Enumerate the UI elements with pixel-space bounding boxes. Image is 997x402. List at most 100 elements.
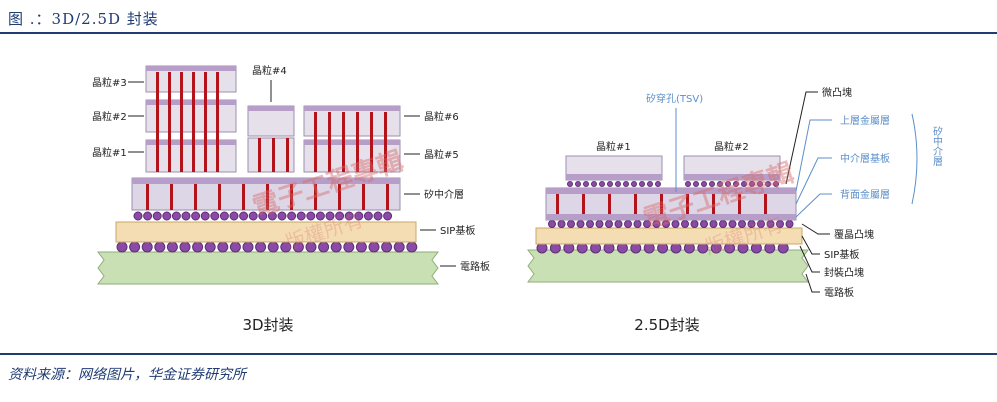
micro-bump	[741, 181, 747, 187]
leader-package-bump	[799, 245, 820, 273]
micro-bump	[655, 181, 661, 187]
tsv	[362, 184, 365, 210]
interposer-tsvs-3d	[146, 184, 389, 210]
interposer-metal-3d	[132, 178, 400, 184]
interposer-bump	[258, 211, 268, 221]
stack-tsv	[370, 112, 373, 172]
stack-tsv	[216, 72, 219, 172]
tsv	[582, 194, 585, 214]
tsv	[660, 194, 663, 214]
tsv	[738, 194, 741, 214]
die3-stripe	[146, 66, 236, 71]
micro-bump	[647, 181, 653, 187]
interposer-bump	[191, 211, 201, 221]
micro-bump	[693, 181, 699, 187]
package-bumps-3d	[116, 241, 418, 253]
interposer-bump	[210, 211, 220, 221]
leader-micro-bump	[785, 91, 818, 185]
stack-tsv	[328, 112, 331, 172]
leader-flipchip	[801, 223, 830, 235]
upper-metal-25d	[546, 188, 796, 194]
flipchip-bump	[576, 220, 585, 228]
die6-stripe	[304, 106, 400, 111]
interposer-bump	[248, 211, 258, 221]
tsv	[686, 194, 689, 214]
tsv	[338, 184, 341, 210]
flipchip-bump	[548, 220, 556, 228]
package-bump	[192, 241, 204, 253]
stack-tsv	[384, 112, 387, 172]
diagram-3d: 晶粒#3 晶粒#2 晶粒#1 晶粒#4 晶粒#6 晶粒#5 矽中介層 SIP基板…	[92, 64, 490, 334]
label-micro-bump: 微凸塊	[822, 86, 852, 99]
package-bump	[330, 241, 342, 253]
interposer-bump	[181, 211, 191, 221]
package-bump	[381, 241, 393, 253]
stack-tsvs-mid	[258, 138, 289, 172]
label-pcb-25d: 電路板	[824, 286, 854, 299]
label-interposer-3d: 矽中介層	[424, 188, 464, 201]
interposer-tsvs-25d	[556, 194, 767, 214]
label-tsv-25d: 矽穿孔(TSV)	[646, 92, 703, 105]
package-bump	[154, 241, 166, 253]
stack-tsv	[204, 72, 207, 172]
interposer-bump	[219, 211, 229, 221]
interposer-bump	[200, 211, 210, 221]
interposer-bump	[363, 211, 373, 221]
interposer-bump	[152, 211, 162, 221]
tsv	[712, 194, 715, 214]
interposer-bump	[354, 211, 364, 221]
leader-back-metal	[795, 193, 832, 218]
flipchip-bump	[595, 220, 604, 228]
micro-bump	[567, 181, 573, 187]
micro-bump	[607, 181, 613, 187]
package-bump	[179, 241, 191, 253]
label-silicon-interposer: 矽中介層	[931, 125, 943, 166]
interposer-bump	[162, 211, 172, 221]
tsv	[634, 194, 637, 214]
stack-tsv	[180, 72, 183, 172]
package-bump	[242, 241, 254, 253]
die1-stripe	[146, 140, 236, 145]
package-bump	[129, 241, 141, 253]
interposer-bump	[143, 211, 153, 221]
micro-bump	[583, 181, 589, 187]
micro-bump	[749, 181, 755, 187]
flipchip-bump	[633, 220, 642, 228]
interposer-bump	[325, 211, 335, 221]
die4-stripe	[248, 106, 294, 111]
label-die6-3d: 晶粒#6	[424, 110, 459, 123]
interposer-bump	[133, 211, 143, 221]
package-bump	[255, 241, 267, 253]
package-bump	[355, 241, 367, 253]
bottom-rule	[0, 353, 997, 355]
micro-bump	[599, 181, 605, 187]
micro-bumps-25d	[567, 181, 779, 187]
micro-bump	[717, 181, 723, 187]
label-upper-metal: 上層金屬層	[840, 114, 890, 127]
micro-bump	[615, 181, 621, 187]
back-metal-25d	[546, 214, 796, 220]
label-die1-3d: 晶粒#1	[92, 146, 127, 159]
flipchip-bump	[700, 220, 708, 228]
top-rule	[0, 32, 997, 34]
flipchip-bump	[586, 220, 594, 228]
die2-25d-stripe	[684, 174, 780, 180]
label-die3-3d: 晶粒#3	[92, 76, 127, 89]
die5-stripe	[304, 140, 400, 145]
micro-bump	[765, 181, 771, 187]
package-bump	[166, 241, 178, 253]
interposer-bump	[315, 211, 325, 221]
micro-bump	[591, 181, 597, 187]
stack-tsv	[168, 72, 171, 172]
package-bump	[368, 241, 380, 253]
leader-interposer-substrate	[795, 157, 832, 205]
leader-pcb-25d	[805, 273, 820, 293]
label-die1-25d: 晶粒#1	[596, 140, 631, 153]
interposer-bump	[277, 211, 287, 221]
stack-tsv	[356, 112, 359, 172]
leader-sip-25d	[801, 235, 820, 255]
stack-tsvs-left	[156, 72, 219, 172]
package-bump	[406, 241, 418, 253]
stack-tsv	[272, 138, 275, 172]
die1-3d	[145, 139, 237, 173]
